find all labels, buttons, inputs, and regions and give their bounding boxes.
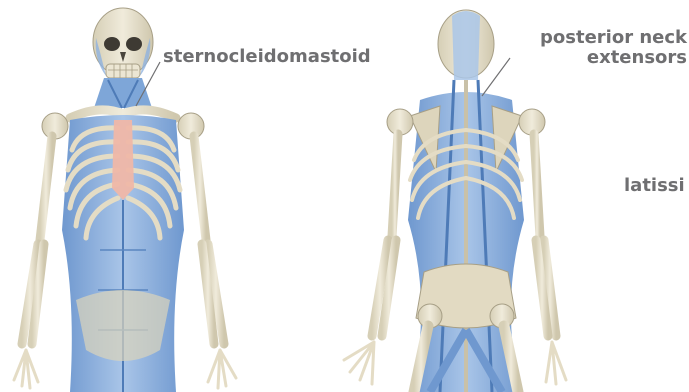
label-posterior-neck-extensors: posterior neck extensors xyxy=(540,28,687,68)
sternum xyxy=(112,120,134,200)
label-pne-line1: posterior neck xyxy=(540,28,687,48)
front-skull xyxy=(93,8,153,78)
back-skull xyxy=(438,10,494,80)
front-pelvis xyxy=(76,290,170,361)
back-skeleton xyxy=(344,10,566,392)
label-sternocleidomastoid: sternocleidomastoid xyxy=(163,47,371,67)
label-latissimus: latissi xyxy=(624,176,685,196)
label-pne-line2: extensors xyxy=(540,48,687,68)
